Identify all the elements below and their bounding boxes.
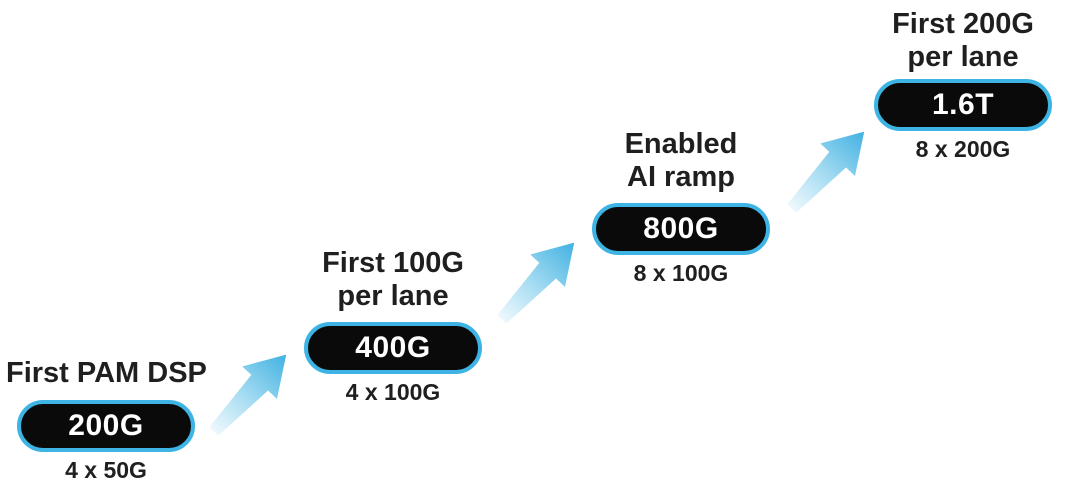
stage-title-line-1: First 100G <box>322 247 464 279</box>
stage-1-6t: First 200G per lane 1.6T 8 x 200G <box>863 8 1063 161</box>
up-right-arrow-icon <box>787 131 865 213</box>
speed-value: 800G <box>643 212 719 245</box>
lane-config: 8 x 200G <box>915 136 1011 162</box>
stage-title-line-1: Enabled <box>624 128 738 160</box>
stage-title: First PAM DSP <box>6 357 207 390</box>
speed-value: 1.6T <box>931 88 995 121</box>
stage-800g: Enabled AI ramp 800G 8 x 100G <box>581 128 781 285</box>
stage-400g: First 100G per lane 400G 4 x 100G <box>293 247 493 404</box>
speed-value: 400G <box>355 331 431 364</box>
stage-title: First 100G per lane <box>293 247 493 313</box>
lane-config: 4 x 100G <box>345 379 441 405</box>
stage-title: First 200G per lane <box>863 8 1063 74</box>
up-right-arrow-icon <box>209 354 287 436</box>
speed-pill: 400G <box>304 322 482 374</box>
speed-value: 200G <box>68 409 144 442</box>
stage-title-line-1: First 200G <box>892 8 1034 40</box>
up-right-arrow-icon <box>497 242 575 324</box>
speed-pill: 800G <box>592 203 770 255</box>
stage-title-line-2: AI ramp <box>627 161 735 193</box>
stage-200g: First PAM DSP 200G 4 x 50G <box>6 357 207 480</box>
stage-title-line-2: per lane <box>907 41 1019 73</box>
speed-pill: 1.6T <box>874 79 1052 131</box>
lane-config: 8 x 100G <box>633 260 729 286</box>
speed-pill: 200G <box>17 400 195 452</box>
stage-title-line-1: First PAM DSP <box>6 357 207 389</box>
stage-title-line-2: per lane <box>337 280 449 312</box>
stage-title: Enabled AI ramp <box>581 128 781 194</box>
lane-config: 4 x 50G <box>65 457 147 480</box>
